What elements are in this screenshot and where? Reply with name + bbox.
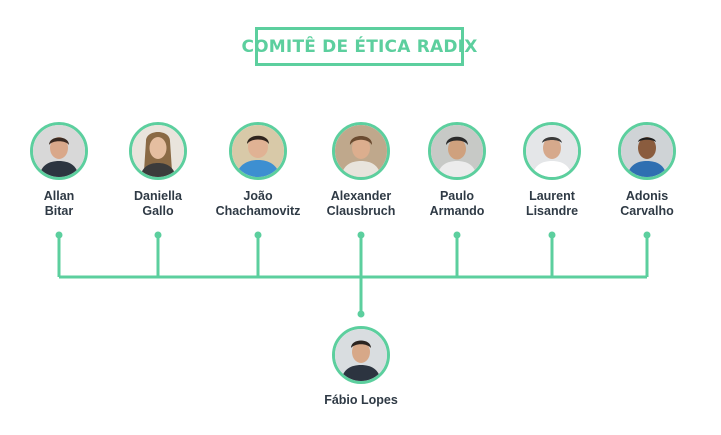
avatar (129, 122, 187, 180)
portrait-photo (335, 329, 387, 381)
committee-title: COMITÊ DE ÉTICA RADIX (241, 27, 477, 66)
avatar (332, 122, 390, 180)
portrait-photo (33, 125, 85, 177)
chair-name: Fábio Lopes (324, 393, 398, 407)
portrait-photo (431, 125, 483, 177)
avatar (523, 122, 581, 180)
portrait-photo (621, 125, 673, 177)
portrait-photo (132, 125, 184, 177)
chair-card: Fábio Lopes (291, 326, 431, 408)
avatar (618, 122, 676, 180)
avatar (428, 122, 486, 180)
portrait-photo (232, 125, 284, 177)
avatar (332, 326, 390, 384)
portrait-photo (335, 125, 387, 177)
avatar (30, 122, 88, 180)
avatar (229, 122, 287, 180)
portrait-photo (526, 125, 578, 177)
